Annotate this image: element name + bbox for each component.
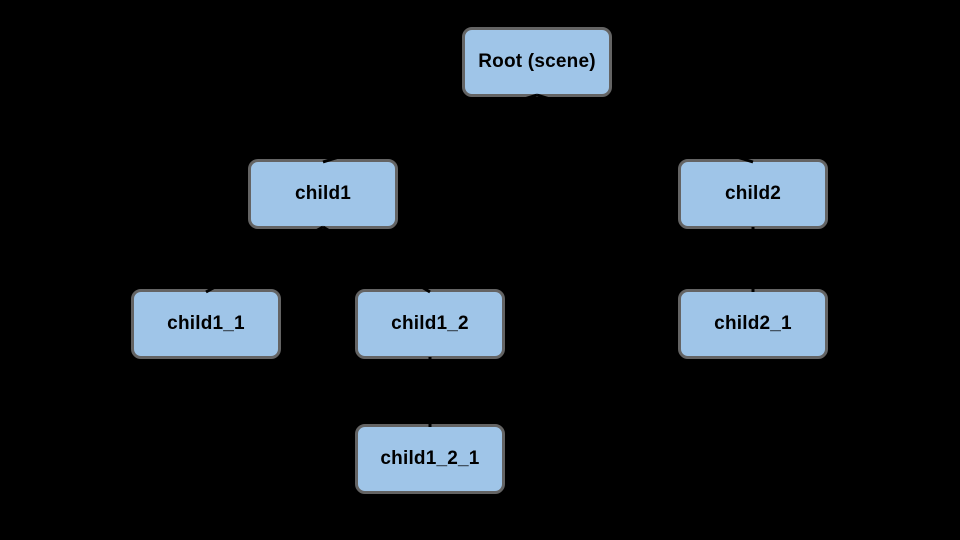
node-child1-2: child1_2 (355, 289, 505, 359)
node-child1-2-1: child1_2_1 (355, 424, 505, 494)
node-child1-1: child1_1 (131, 289, 281, 359)
node-child1: child1 (248, 159, 398, 229)
edge-root-child1 (322, 93, 538, 164)
node-label: child1_2_1 (380, 448, 480, 469)
node-child2: child2 (678, 159, 828, 229)
node-label: Root (scene) (478, 51, 596, 72)
node-label: child1 (294, 183, 352, 204)
node-label: child1_1 (167, 313, 245, 334)
node-label: child1_2 (391, 313, 469, 334)
node-child2-1: child2_1 (678, 289, 828, 359)
edge-root-child2 (536, 93, 754, 164)
edge-child1-child1_1 (205, 225, 324, 294)
node-label: child2_1 (714, 313, 792, 334)
edge-child1-child1_2 (322, 225, 431, 294)
node-root: Root (scene) (462, 27, 612, 97)
node-label: child2 (724, 183, 782, 204)
